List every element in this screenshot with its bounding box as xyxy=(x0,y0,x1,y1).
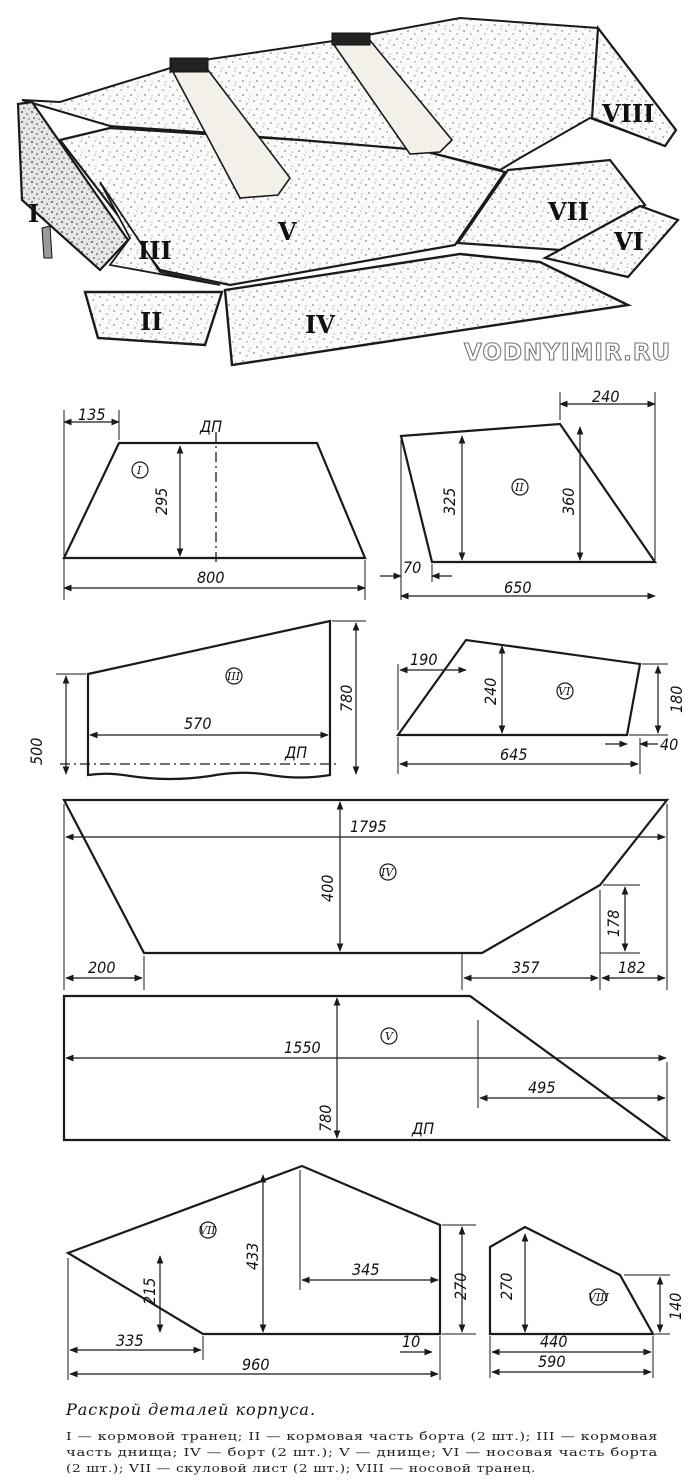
dim-400: 400 xyxy=(318,875,337,902)
seat-clamp-bow xyxy=(331,32,371,46)
part-II-iso xyxy=(83,290,224,347)
part-III-iso xyxy=(99,181,221,286)
iso-label-IV: IV xyxy=(305,310,335,339)
dim-40: 40 xyxy=(660,735,678,754)
part-IV-drawing: 1795 400 178 200 357 182 IV xyxy=(62,798,670,990)
caption-line-2: часть днища; IV — борт (2 шт.); V — днищ… xyxy=(66,1446,658,1459)
dim-182: 182 xyxy=(618,958,645,977)
dim-960: 960 xyxy=(242,1355,269,1374)
dim-495: 495 xyxy=(528,1078,555,1097)
circle-VII: VII xyxy=(199,1224,216,1237)
part-V-iso xyxy=(58,126,507,287)
part-III-drawing: 570 500 780 ДП III xyxy=(27,619,366,781)
dim-240: 240 xyxy=(592,387,619,406)
dim-200: 200 xyxy=(88,958,115,977)
dim-780-III: 780 xyxy=(337,685,356,712)
circle-VIII: VIII xyxy=(588,1291,610,1304)
dim-780-V: 780 xyxy=(316,1105,335,1132)
iso-label-VI: VI xyxy=(613,227,644,256)
centerline-label-III: ДП xyxy=(284,743,307,762)
caption-line-3: (2 шт.); VII — скуловой лист (2 шт.); VI… xyxy=(66,1462,536,1475)
dim-650: 650 xyxy=(504,578,531,597)
dim-295: 295 xyxy=(152,488,171,515)
iso-label-II: II xyxy=(140,307,162,336)
dim-440: 440 xyxy=(540,1332,567,1351)
iso-label-V: V xyxy=(277,217,297,246)
dim-800: 800 xyxy=(197,568,224,587)
iso-label-VIII: VIII xyxy=(601,99,654,128)
part-VI-drawing: 190 240 180 645 40 VI xyxy=(395,638,686,774)
circle-VI: VI xyxy=(558,685,571,698)
dim-500: 500 xyxy=(27,738,46,765)
dim-190: 190 xyxy=(410,650,437,669)
circle-V: V xyxy=(385,1030,394,1043)
dim-215: 215 xyxy=(140,1278,159,1305)
dim-10: 10 xyxy=(402,1332,420,1351)
dim-357: 357 xyxy=(512,958,540,977)
dim-570: 570 xyxy=(184,714,211,733)
part-VIII-iso xyxy=(590,25,678,148)
dim-1550: 1550 xyxy=(284,1038,321,1057)
circle-I: I xyxy=(136,464,142,477)
part-II-drawing: 240 325 360 70 650 II xyxy=(380,387,658,600)
part-VII-drawing: 433 215 345 270 335 10 960 VII xyxy=(65,1164,476,1380)
part-IV-iso xyxy=(223,252,632,367)
dim-270-VII: 270 xyxy=(451,1273,470,1300)
iso-label-III: III xyxy=(138,236,172,265)
dim-270-VIII: 270 xyxy=(497,1273,516,1300)
iso-label-I: I xyxy=(28,199,39,228)
dim-335: 335 xyxy=(116,1331,143,1350)
dim-433: 433 xyxy=(243,1243,262,1270)
dim-360: 360 xyxy=(559,488,578,515)
part-I-drawing: 135 295 800 ДП I xyxy=(62,405,367,600)
part-VIII-drawing: 270 140 440 590 VIII xyxy=(488,1225,685,1378)
circle-IV: IV xyxy=(380,866,394,879)
centerline-label-I: ДП xyxy=(199,417,222,436)
caption: Раскрой деталей корпуса. I — кормовой тр… xyxy=(65,1400,658,1475)
dim-240-VI: 240 xyxy=(481,678,500,705)
isometric-hull-view: I II III IV V VI VII VIII VODNYIMIR.RU xyxy=(16,16,680,367)
watermark: VODNYIMIR.RU xyxy=(464,340,671,366)
dim-178: 178 xyxy=(604,910,623,937)
iso-label-VII: VII xyxy=(547,197,589,226)
dim-135: 135 xyxy=(78,405,105,424)
dim-70: 70 xyxy=(403,558,421,577)
dim-1795: 1795 xyxy=(350,817,387,836)
centerline-label-V: ДП xyxy=(411,1119,434,1138)
circle-II: II xyxy=(514,481,524,494)
dim-180: 180 xyxy=(667,686,686,713)
circle-III: III xyxy=(226,670,241,683)
dim-645: 645 xyxy=(500,745,527,764)
seat-clamp-stern xyxy=(169,57,209,73)
caption-title: Раскрой деталей корпуса. xyxy=(65,1400,316,1419)
dim-140: 140 xyxy=(666,1293,685,1320)
part-V-drawing: 1550 495 780 ДП V xyxy=(62,994,672,1142)
dim-325: 325 xyxy=(440,488,459,515)
dim-345: 345 xyxy=(352,1260,379,1279)
part-VI-iso xyxy=(541,204,680,279)
dim-590: 590 xyxy=(538,1352,565,1371)
caption-line-1: I — кормовой транец; II — кормовая часть… xyxy=(66,1430,658,1443)
part-I-iso xyxy=(16,100,130,272)
